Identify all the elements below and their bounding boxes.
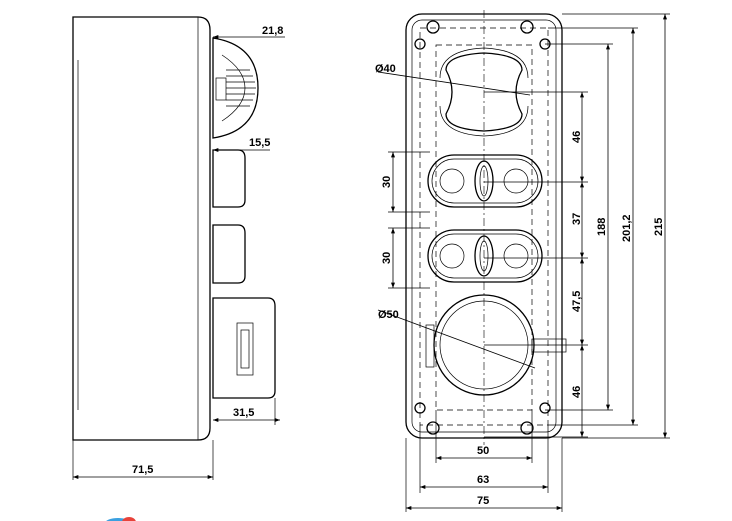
dim-overall-width: 75	[477, 495, 489, 507]
dim-overall-height: 215	[653, 218, 665, 236]
dim-pitch-4: 46	[571, 386, 583, 398]
selector-side-1	[212, 149, 246, 208]
dim-selector-projection: 15,5	[249, 137, 270, 149]
dim-selector1-height: 30	[381, 176, 393, 188]
enclosure-side	[72, 16, 211, 441]
selector-row-1	[427, 154, 543, 208]
mushroom-button-side	[212, 37, 259, 139]
dim-inner-width: 63	[477, 474, 489, 486]
front-view: Ø40 Ø50 30 30	[375, 10, 670, 512]
mushroom-button-front	[439, 47, 529, 137]
side-view: 21,8 15,5 31,5 71,5	[72, 16, 285, 480]
selector-side-2	[212, 224, 246, 284]
screws	[414, 20, 551, 435]
logo-fragment	[106, 517, 136, 521]
dim-inner-height: 201,2	[621, 214, 633, 242]
dim-button-projection: 21,8	[262, 25, 283, 37]
dim-mushroom-diameter: Ø40	[375, 63, 396, 75]
dim-pitch-3: 47,5	[571, 291, 583, 312]
dim-hole-spacing: 188	[596, 218, 608, 236]
cable-box-side	[212, 297, 276, 399]
dim-cable-box: 31,5	[233, 407, 254, 419]
dim-hole-width: 50	[477, 445, 489, 457]
selector-row-2	[427, 229, 543, 283]
dim-depth: 71,5	[132, 464, 153, 476]
dim-pitch-2: 37	[571, 213, 583, 225]
dim-selector2-height: 30	[381, 252, 393, 264]
dim-pitch-1: 46	[571, 131, 583, 143]
dim-big-button-diameter: Ø50	[378, 309, 399, 321]
